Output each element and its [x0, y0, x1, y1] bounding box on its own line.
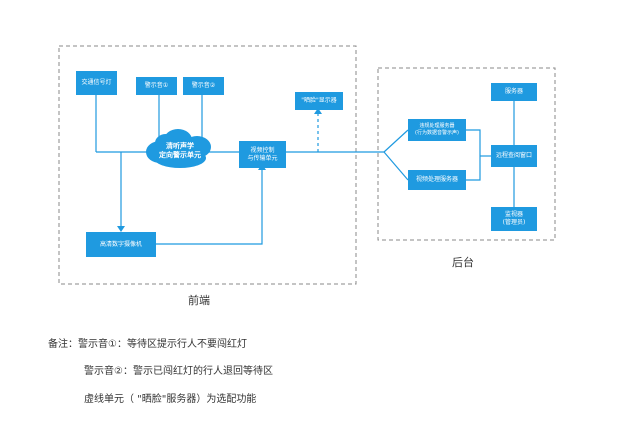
server-box: 服务器 [491, 83, 537, 101]
cloud-label-1: 清听声学 [166, 142, 194, 150]
arrow-to-camera [117, 226, 125, 232]
note-line-1: 备注：警示音①：等待区提示行人不要闯红灯 [48, 339, 247, 350]
link-camera-video [156, 168, 263, 245]
video-server-box: 视频处理服务器 [408, 170, 466, 190]
back-end-container [377, 67, 556, 241]
alarm1-box: 警示音① [136, 77, 177, 95]
front-end-label: 前端 [188, 294, 210, 307]
camera-box: 高清数字摄像机 [86, 232, 156, 257]
back-end-label: 后台 [452, 256, 474, 269]
video-control-box: 视频控制 与传输单元 [239, 141, 286, 168]
shaming-display-box: "晒脸"显示器 [295, 92, 343, 110]
cloud-label-2: 定向警示单元 [159, 151, 201, 159]
alarm2-box: 警示音② [183, 77, 224, 95]
arrow-to-display [314, 108, 322, 114]
note-line-3: 虚线单元（ "晒脸"服务器）为选配功能 [84, 394, 257, 405]
link-violation-window [466, 129, 481, 181]
traffic-light-box: 交通信号灯 [76, 71, 117, 95]
front-end-container [58, 45, 357, 285]
remote-window-box: 远程查阅窗口 [491, 145, 537, 167]
violation-server-box: 违规处理服务器 (行为数据音警示声) [408, 119, 466, 141]
note-line-2: 警示音②：警示已闯红灯的行人退回等待区 [84, 366, 273, 377]
cloud-shape [146, 129, 211, 168]
link-fork-violation [383, 129, 409, 153]
link-fork-video [383, 151, 409, 181]
monitor-box: 监视器 (管理员) [491, 207, 537, 231]
